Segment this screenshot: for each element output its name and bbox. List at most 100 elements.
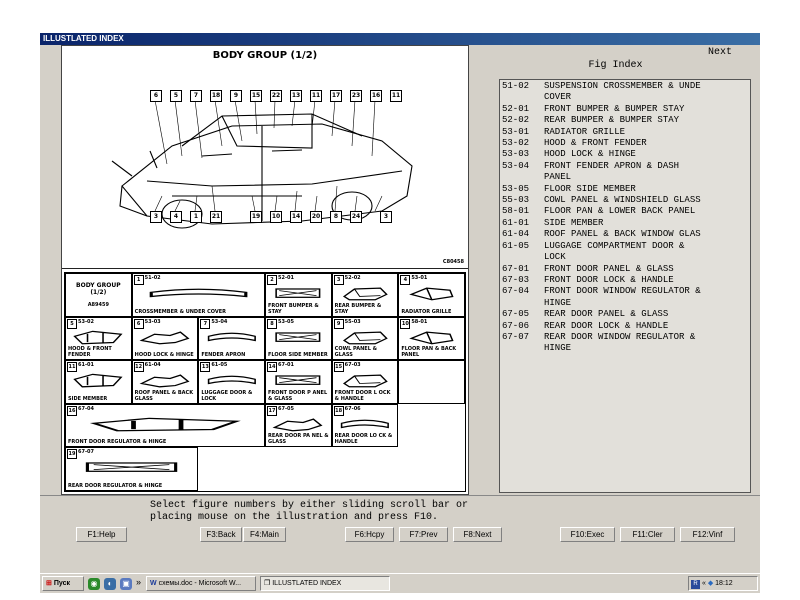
callout[interactable]: 18 <box>210 90 222 102</box>
f12-vinf-button[interactable]: F12:Vinf <box>680 527 735 542</box>
fig-index-item-continued[interactable]: HINGE <box>502 298 748 309</box>
fig-index-item-continued[interactable]: LOCK <box>502 252 748 263</box>
callout[interactable]: 24 <box>350 211 362 223</box>
help-line-1: Select figure numbers by either sliding … <box>150 500 469 511</box>
taskbar-item-illustrated-index[interactable]: ❐ ILLUSTLATED INDEX <box>260 576 390 591</box>
callout[interactable]: 21 <box>210 211 222 223</box>
desktop-icon[interactable]: ▣ <box>120 578 132 590</box>
car-exploded-view[interactable] <box>62 46 468 268</box>
callout[interactable]: 1 <box>190 211 202 223</box>
fig-desc: FRONT BUMPER & BUMPER STAY <box>544 103 685 114</box>
callout[interactable]: 3 <box>380 211 392 223</box>
fig-code: 53-04 <box>502 160 530 171</box>
callout[interactable]: 6 <box>150 90 162 102</box>
language-icon[interactable]: R <box>691 580 700 589</box>
callout[interactable]: 23 <box>350 90 362 102</box>
callout[interactable]: 13 <box>290 90 302 102</box>
fig-code: 53-05 <box>502 183 530 194</box>
f4-main-button[interactable]: F4:Main <box>243 527 286 542</box>
fig-index-item-continued[interactable]: PANEL <box>502 172 748 183</box>
callout[interactable]: 5 <box>170 90 182 102</box>
callout[interactable]: 22 <box>270 90 282 102</box>
f8-next-button[interactable]: F8:Next <box>453 527 502 542</box>
figure-number: 16 <box>67 405 77 416</box>
callout[interactable]: 20 <box>310 211 322 223</box>
callout[interactable]: 11 <box>310 90 322 102</box>
figure-label: HOOD & FRONT FENDER <box>68 346 112 359</box>
figure-number: 7 <box>200 318 211 329</box>
figure-number: 8 <box>266 318 277 329</box>
callout[interactable]: 17 <box>330 90 342 102</box>
f7-prev-button[interactable]: F7:Prev <box>399 527 448 542</box>
quicklaunch-chevron-icon[interactable]: » <box>136 577 142 587</box>
fig-index-item-continued[interactable]: HINGE <box>502 343 748 354</box>
callout[interactable]: 15 <box>250 90 262 102</box>
media-icon[interactable]: ◐ <box>104 578 116 590</box>
fig-desc: FLOOR SIDE MEMBER <box>544 183 636 194</box>
f3-back-button[interactable]: F3:Back <box>200 527 242 542</box>
tray-chevron-icon[interactable]: « <box>701 580 706 587</box>
f6-hcpy-button[interactable]: F6:Hcpy <box>345 527 394 542</box>
f11-cler-button[interactable]: F11:Cler <box>620 527 675 542</box>
f1-help-button[interactable]: F1:Help <box>76 527 127 542</box>
callout[interactable]: 19 <box>250 211 262 223</box>
callout[interactable]: 9 <box>230 90 242 102</box>
callout[interactable]: 7 <box>190 90 202 102</box>
callout[interactable]: 10 <box>270 211 282 223</box>
callout[interactable]: 16 <box>370 90 382 102</box>
figure-code: 53-01 <box>411 275 428 281</box>
fig-index-item[interactable]: 53-05 FLOOR SIDE MEMBER <box>502 184 748 195</box>
body-group-diagram[interactable]: BODY GROUP (1/2) <box>62 46 468 269</box>
start-button[interactable]: ⊞ Пуск <box>42 576 84 591</box>
callout[interactable]: 4 <box>170 211 182 223</box>
callout[interactable]: 11 <box>390 90 402 102</box>
callout[interactable]: 8 <box>330 211 342 223</box>
callout[interactable]: 3 <box>150 211 162 223</box>
taskbar-item-word-doc[interactable]: W схемы.doc - Microsoft W... <box>146 576 256 591</box>
illustration-panel[interactable]: BODY GROUP (1/2) <box>61 45 469 495</box>
browser-icon[interactable]: ◉ <box>88 578 100 590</box>
network-icon[interactable]: ◆ <box>707 580 714 587</box>
fig-index-item-continued[interactable]: COVER <box>502 92 748 103</box>
f10-exec-button[interactable]: F10:Exec <box>560 527 615 542</box>
callout[interactable]: 14 <box>290 211 302 223</box>
